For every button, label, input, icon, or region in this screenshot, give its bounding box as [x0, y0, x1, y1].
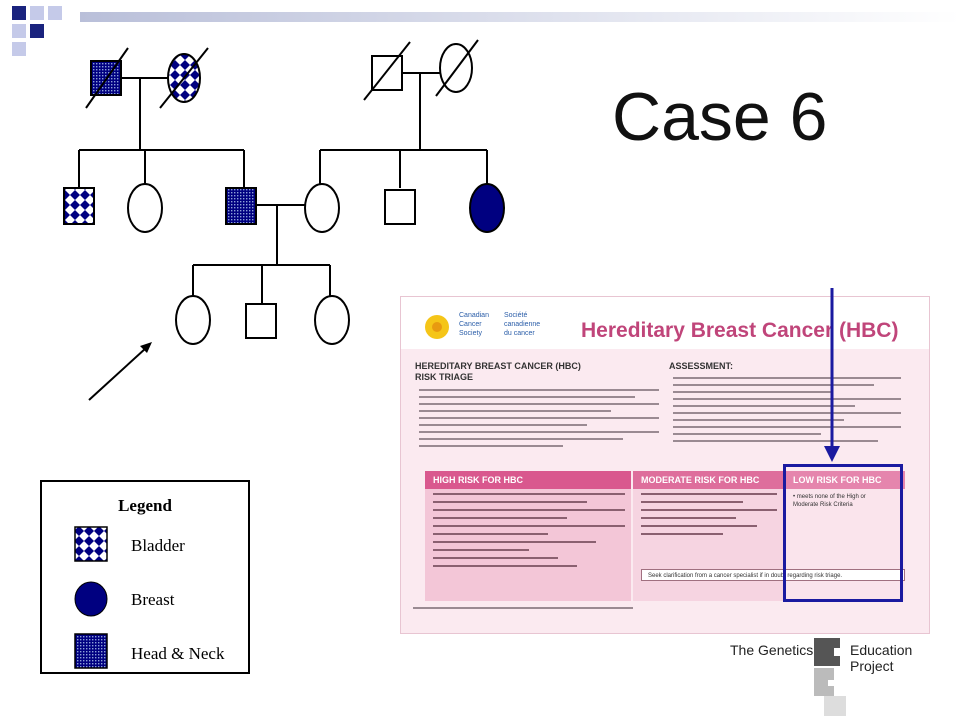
legend-label-bladder: Bladder — [131, 536, 185, 555]
head-neck-legend-icon — [74, 633, 108, 669]
pedigree-maternal-aunt-breast — [469, 183, 505, 233]
org-name-en: Canadian Cancer Society — [459, 312, 489, 337]
document-footnote — [413, 607, 633, 609]
puzzle-piece-icon — [814, 638, 846, 716]
logo-text-right: Education Project — [850, 642, 913, 674]
slide-corner-decoration — [12, 6, 62, 56]
pedigree-uncle-bladder — [63, 187, 95, 225]
pedigree-grandmother-maternal — [435, 39, 479, 97]
document-header: Canadian Cancer Society Société canadien… — [401, 297, 929, 349]
logo-text-left: The Genetics — [730, 642, 814, 658]
org-name-fr: Société canadienne du cancer — [504, 312, 541, 337]
pedigree-proband — [175, 295, 211, 345]
legend-title: Legend — [118, 496, 172, 515]
genetics-education-project-logo: The Genetics Education Project — [728, 636, 956, 720]
pedigree-grandfather-maternal — [363, 41, 411, 101]
assessment-text-lines — [673, 377, 901, 447]
pedigree-sister — [314, 295, 350, 345]
bladder-legend-icon — [74, 526, 108, 562]
breast-legend-icon — [74, 581, 108, 617]
legend-label-head-neck: Head & Neck — [131, 644, 225, 663]
document-title: Hereditary Breast Cancer (HBC) — [581, 319, 899, 342]
high-risk-panel: HIGH RISK FOR HBC — [425, 471, 631, 601]
slide-top-bar — [80, 12, 960, 22]
daffodil-logo-icon — [425, 315, 449, 339]
assessment-title: ASSESSMENT: — [669, 361, 734, 371]
pedigree-grandfather-paternal — [85, 47, 129, 109]
blue-pointer-arrow-icon — [824, 288, 840, 462]
seek-clarification-text: Seek clarification from a cancer special… — [641, 569, 905, 581]
pedigree-father-head-neck — [225, 187, 257, 225]
legend-box: Legend Bladder Breast Head & Neck — [40, 480, 250, 674]
legend-label-breast: Breast — [131, 590, 175, 609]
triage-text-lines — [419, 389, 659, 452]
pedigree-aunt — [127, 183, 163, 233]
slide-title: Case 6 — [612, 79, 828, 155]
proband-arrow-icon — [88, 342, 152, 401]
low-risk-highlight-box — [783, 464, 903, 602]
triage-title: HEREDITARY BREAST CANCER (HBC) RISK TRIA… — [415, 361, 581, 382]
pedigree-maternal-uncle — [384, 189, 416, 225]
pedigree-brother — [245, 303, 277, 339]
pedigree-mother — [304, 183, 340, 233]
low-risk-text: • meets none of the High or Moderate Ris… — [793, 494, 866, 508]
